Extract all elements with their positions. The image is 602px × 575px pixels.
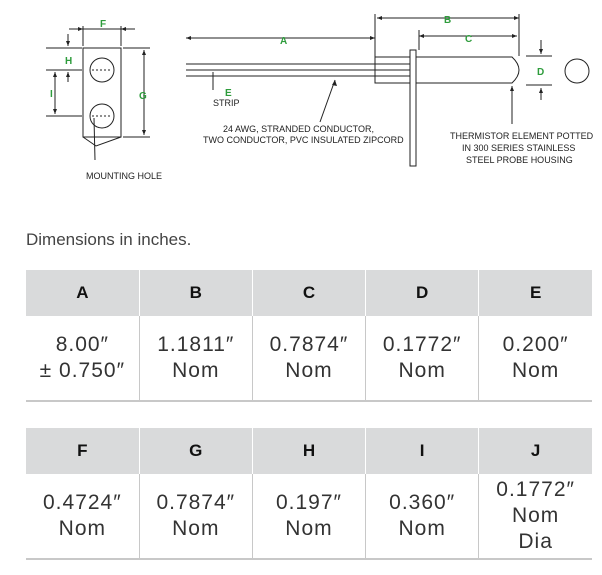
label-d: D [537, 67, 544, 78]
dimensions-caption: Dimensions in inches. [26, 230, 192, 249]
dimensions-table-2: F G H I J 0.4724″ Nom 0.7874″ Nom 0.197″ No… [26, 428, 592, 560]
label-a: A [280, 36, 287, 47]
cell-g: 0.7874″ Nom [138, 474, 253, 560]
value-line: 0.197″ [275, 490, 342, 514]
header-i: I [365, 428, 479, 474]
dimensions-table-1: A B C D E 8.00″ ± 0.750″ 1.1811″ Nom 0.787… [26, 270, 592, 402]
cell-h: 0.197″ Nom [251, 474, 366, 560]
thermistor-diagram: F H I G A B C D E STRIP MOUNTING HOLE 24… [46, 14, 594, 181]
table-row: 0.4724″ Nom 0.7874″ Nom 0.197″ Nom 0.360″ No… [26, 474, 592, 560]
header-a: A [26, 270, 140, 316]
header-b: B [138, 270, 253, 316]
table-header-row: F G H I J [26, 428, 592, 474]
label-c: C [465, 34, 472, 45]
value-line: 0.200″ [502, 332, 569, 356]
header-c: C [251, 270, 366, 316]
value-line: Dia [518, 530, 553, 554]
header-h: H [251, 428, 366, 474]
cell-e: 0.200″ Nom [478, 316, 592, 402]
mounting-bracket [82, 47, 122, 147]
value-line: Nom [172, 517, 220, 540]
table-header-row: A B C D E [26, 270, 592, 316]
value-line: 0.7874″ [269, 332, 349, 356]
value-line: Nom [511, 503, 560, 527]
cell-f: 0.4724″ Nom [26, 474, 140, 560]
value-line: Nom [398, 359, 446, 382]
mounting-hole-caption: MOUNTING HOLE [86, 171, 162, 181]
thermistor-caption-3: STEEL PROBE HOUSING [466, 155, 573, 165]
conductor-caption-2: TWO CONDUCTOR, PVC INSULATED ZIPCORD [203, 135, 404, 145]
cell-a: 8.00″ ± 0.750″ [26, 316, 140, 402]
value-line: Nom [285, 517, 333, 540]
header-d: D [365, 270, 479, 316]
value-line: Nom [511, 359, 560, 382]
value-line: 0.360″ [389, 490, 456, 514]
cell-i: 0.360″ Nom [365, 474, 479, 560]
label-b: B [444, 15, 451, 26]
value-line: ± 0.750″ [39, 359, 126, 382]
label-h: H [65, 56, 72, 67]
label-i: I [50, 89, 53, 100]
cell-d: 0.1772″ Nom [365, 316, 479, 402]
header-e: E [478, 270, 592, 316]
value-line: 0.1772″ [496, 477, 575, 501]
cell-b: 1.1811″ Nom [138, 316, 253, 402]
value-line: Nom [58, 517, 107, 540]
header-f: F [26, 428, 140, 474]
thermistor-caption-2: IN 300 SERIES STAINLESS [462, 143, 575, 153]
table-row: 8.00″ ± 0.750″ 1.1811″ Nom 0.7874″ Nom 0.17… [26, 316, 592, 402]
header-j: J [478, 428, 592, 474]
cell-c: 0.7874″ Nom [251, 316, 366, 402]
value-line: Nom [398, 517, 446, 540]
thermistor-caption-1: THERMISTOR ELEMENT POTTED [450, 131, 594, 141]
value-line: 0.1772″ [382, 332, 462, 356]
value-line: 0.4724″ [43, 490, 122, 514]
value-line: 8.00″ [55, 332, 109, 356]
conductor-caption-1: 24 AWG, STRANDED CONDUCTOR, [223, 124, 374, 134]
label-f: F [100, 19, 106, 30]
value-line: Nom [172, 359, 220, 382]
strip-caption: STRIP [213, 98, 240, 108]
value-line: 0.7874″ [156, 490, 236, 514]
header-g: G [138, 428, 253, 474]
label-e: E [225, 88, 232, 99]
label-g: G [139, 91, 147, 102]
value-line: 1.1811″ [157, 332, 235, 356]
value-line: Nom [285, 359, 333, 382]
